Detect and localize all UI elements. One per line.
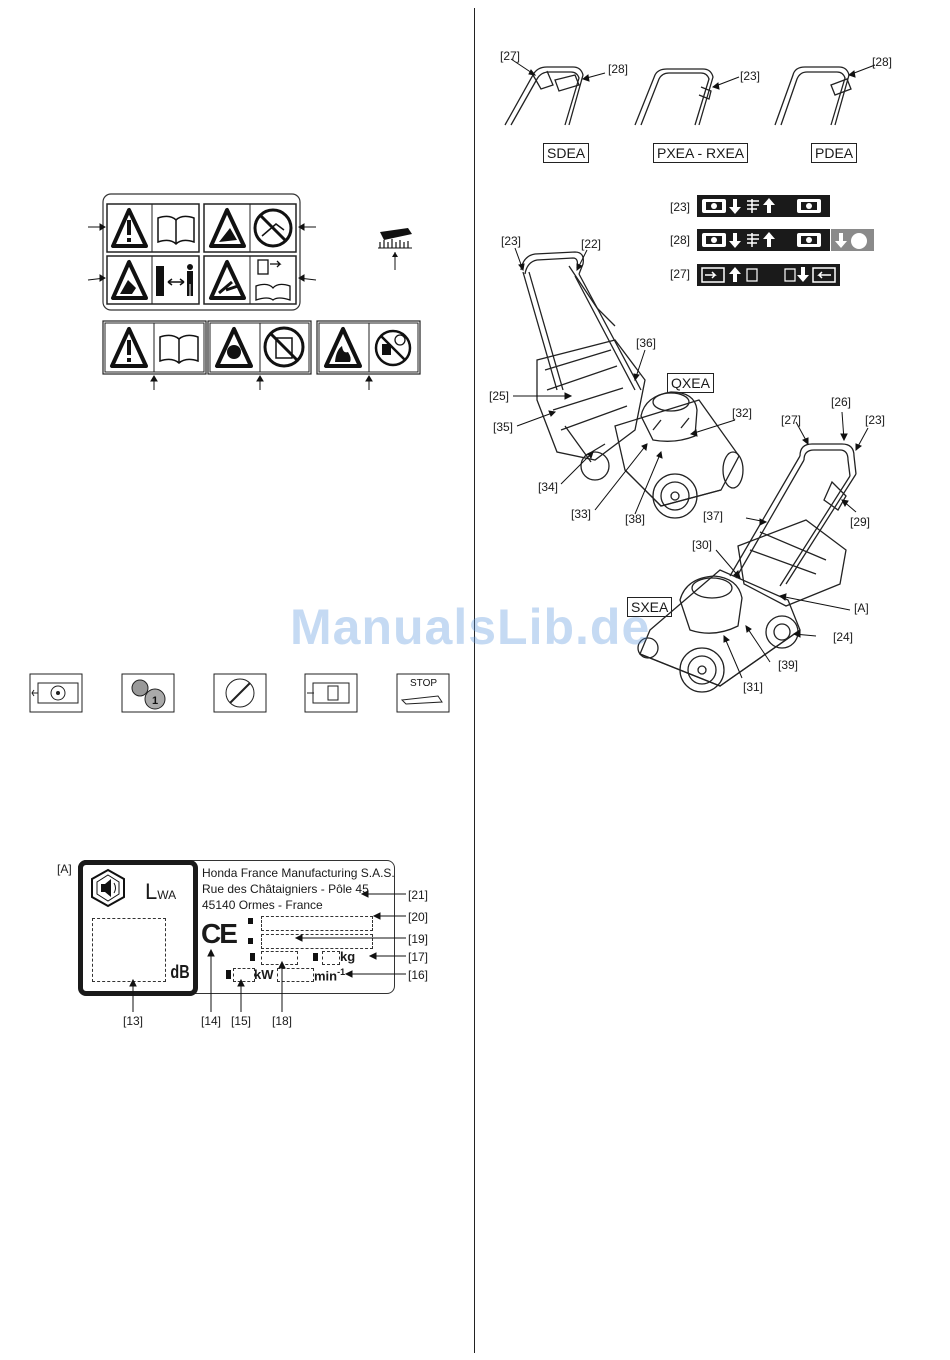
ce-mark: CE <box>201 918 238 949</box>
blade-brake-icon <box>304 673 358 713</box>
ref-label: [29] <box>850 515 871 529</box>
ref-label: [18] <box>272 1014 293 1028</box>
ref-label: [22] <box>581 237 602 251</box>
model-field <box>261 916 373 931</box>
marker <box>226 970 231 979</box>
ref-label: [20] <box>408 910 429 924</box>
no-hand-icon <box>253 208 293 248</box>
no-refuel-hot-icon <box>263 326 305 368</box>
hand-injury-icon <box>111 260 148 300</box>
keep-distance-icon <box>156 264 193 296</box>
mower-sxea-diagram <box>637 411 869 693</box>
warning-icon <box>110 327 148 368</box>
ref-label: [23] <box>740 69 761 83</box>
sound-level-icon <box>91 868 125 908</box>
year-field <box>261 951 298 965</box>
plate-city: 45140 Ormes - France <box>202 898 323 912</box>
gear-icon: 1 <box>121 673 175 713</box>
plate-callout-lines <box>129 890 406 1012</box>
speed-field <box>277 968 314 982</box>
watermark: ManualsLib.de <box>290 599 651 655</box>
svg-text:STOP: STOP <box>410 678 437 689</box>
ref-label: [32] <box>732 406 753 420</box>
ref-label: [28] <box>872 55 893 69</box>
noise-label-panel <box>78 860 198 996</box>
blade-hazard-icon <box>209 208 246 248</box>
db-unit: dB <box>170 962 190 982</box>
ref-label: [16] <box>408 968 429 982</box>
ref-label: [25] <box>489 389 510 403</box>
ref-label: [23] <box>865 413 886 427</box>
spark-plug-icon <box>255 259 291 301</box>
kw-unit: kW <box>254 967 274 982</box>
thrown-object-icon <box>209 260 246 300</box>
plate-address: Rue des Châtaigniers - Pôle 45 <box>202 882 369 896</box>
manual-book-icon <box>157 215 195 246</box>
ref-label: [26] <box>831 395 852 409</box>
weight-field <box>322 951 340 965</box>
ref-label: [28] <box>608 62 629 76</box>
ref-label: [14] <box>201 1014 222 1028</box>
blade-hazard-icon <box>215 327 253 368</box>
ref-label: [23] <box>670 200 691 214</box>
ref-label: [A] <box>57 862 72 876</box>
model-label-qxea: QXEA <box>667 373 714 393</box>
blade-brake-icon <box>29 673 83 713</box>
ref-label: [A] <box>854 601 869 615</box>
ref-label: [21] <box>408 888 429 902</box>
marker <box>313 953 318 961</box>
ref-label: [34] <box>538 480 559 494</box>
no-refuel-hot-icon <box>374 329 412 367</box>
ref-label: [13] <box>123 1014 144 1028</box>
ref-label: [28] <box>670 233 691 247</box>
mower-qxea-diagram <box>513 247 744 519</box>
ref-label: [15] <box>231 1014 252 1028</box>
ref-label: [27] <box>781 413 802 427</box>
power-field <box>233 968 255 982</box>
function-icons-row: 1 STOP <box>29 673 450 713</box>
column-divider <box>474 8 475 1353</box>
marker <box>250 953 255 961</box>
ref-label: [23] <box>501 234 522 248</box>
model-label-sdea: SDEA <box>543 143 590 163</box>
min-unit: min-1 <box>314 967 346 984</box>
ref-label: [31] <box>743 680 764 694</box>
stop-icon: STOP <box>396 673 450 713</box>
blade-hazard-icon <box>213 673 267 713</box>
kg-unit: kg <box>340 949 356 964</box>
safety-labels-diagram <box>87 193 421 390</box>
ref-label: [38] <box>625 512 646 526</box>
ref-label: [35] <box>493 420 514 434</box>
model-label-sxea: SXEA <box>627 597 673 617</box>
ref-label: [33] <box>571 507 592 521</box>
ref-label: [27] <box>500 49 521 63</box>
marker <box>248 938 253 944</box>
ref-label: [24] <box>833 630 854 644</box>
plate-company: Honda France Manufacturing S.A.S. <box>202 866 395 880</box>
manual-book-icon <box>159 334 199 364</box>
ref-label: [39] <box>778 658 799 672</box>
control-pictograms <box>697 195 874 286</box>
sound-value-field <box>92 918 166 982</box>
model-label-pxea-rxea: PXEA - RXEA <box>653 143 749 163</box>
ref-label: [19] <box>408 932 429 946</box>
fire-hazard-icon <box>324 327 362 368</box>
model-label-pdea: PDEA <box>811 143 858 163</box>
marker <box>248 918 253 924</box>
lwa-label: LWA <box>145 879 177 904</box>
ref-label: [17] <box>408 950 429 964</box>
ref-label: [36] <box>636 336 657 350</box>
ref-label: [37] <box>703 509 724 523</box>
svg-text:1: 1 <box>152 695 158 707</box>
blade-hazard-icon <box>378 228 412 270</box>
warning-icon <box>111 208 148 248</box>
handle-variants-diagram <box>504 58 876 126</box>
serial-field <box>261 934 373 949</box>
ref-label: [30] <box>692 538 713 552</box>
ref-label: [27] <box>670 267 691 281</box>
